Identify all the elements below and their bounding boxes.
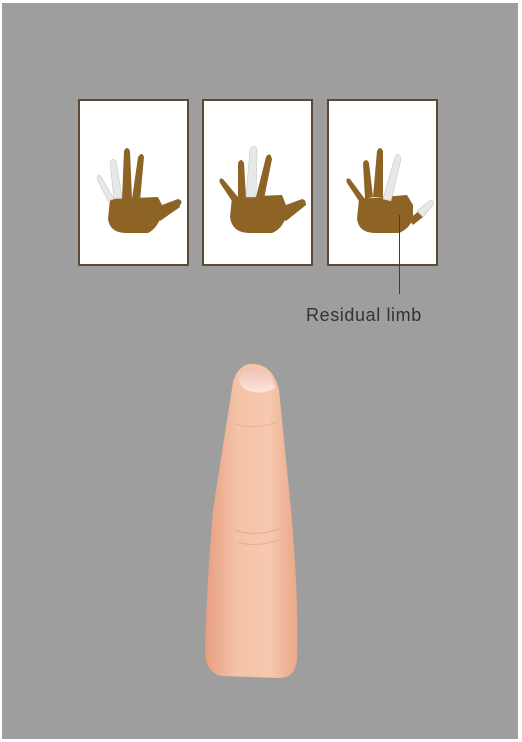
ring-finger [238,160,246,197]
middle-finger [246,146,257,197]
ring-finger [363,160,373,199]
middle-finger [373,148,383,197]
hand-icon [329,101,436,264]
little-finger [346,179,365,202]
hand-card-1 [78,99,189,266]
ring-finger [110,159,122,199]
callout-line [399,215,400,294]
little-finger [219,179,238,202]
index-finger [132,154,144,201]
middle-finger [122,148,132,199]
residual-limb-label: Residual limb [306,305,476,326]
hand-icon [204,101,311,264]
hand-icon [80,101,187,264]
index-finger [383,154,401,201]
index-finger [256,154,272,199]
palm [357,195,413,233]
hand-card-2 [202,99,313,266]
palm [108,197,182,233]
finger-body [205,364,297,678]
prosthetic-finger-icon [195,360,325,690]
hand-card-3 [327,99,438,266]
